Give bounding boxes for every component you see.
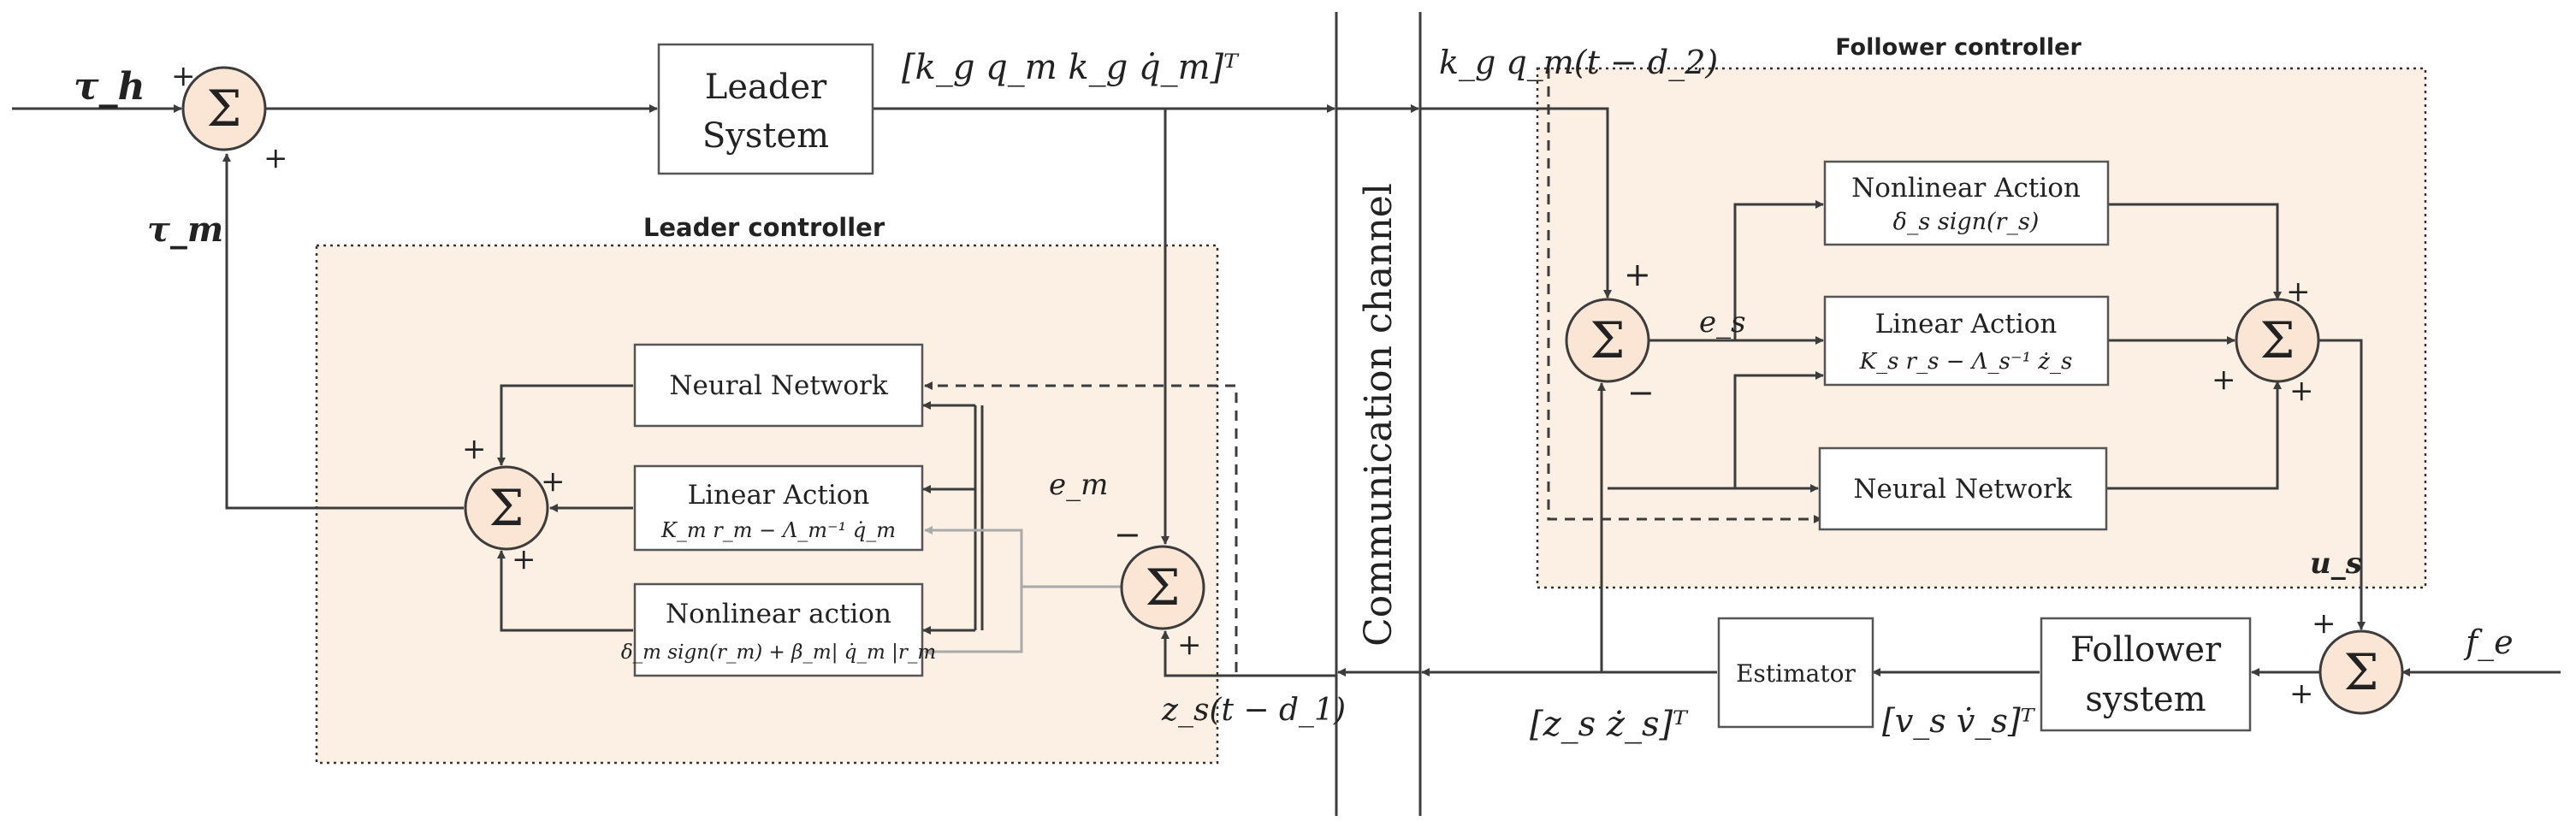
zs-delayed-label: z_s(t − d_1) (1161, 693, 1346, 728)
follower-system-label-2: system (2085, 680, 2206, 719)
follower-nonlinear-action-block (1823, 160, 2110, 246)
leader-controller-label: Leader controller (643, 213, 885, 242)
leader-neural-network-block (633, 343, 924, 428)
s2-top-sign: + (462, 432, 487, 466)
s6-top-sign: + (2312, 606, 2336, 641)
follower-nn-label: Neural Network (1853, 474, 2071, 505)
s4-top-sign: + (1624, 256, 1651, 293)
nonlinear-to-sum2-wire (497, 550, 633, 632)
s1-top-sign: + (171, 59, 196, 93)
follower-neural-network-block (1818, 446, 2108, 531)
leader-nonlinear-formula: δ_m sign(r_m) + β_m| q̇_m |r_m (621, 641, 936, 664)
svg-text:Σ: Σ (1590, 311, 1625, 369)
s6-bottom-sign: + (2289, 676, 2314, 711)
svg-text:Σ: Σ (1145, 558, 1180, 617)
s2-bottom-sign: + (512, 542, 536, 576)
sum-junction-4: Σ (1565, 298, 1650, 383)
em-gray-wire-2 (924, 587, 1023, 656)
svg-text:Σ: Σ (2343, 643, 2378, 701)
leader-nonlinear-action-block (633, 582, 924, 677)
s5-left-sign: + (2212, 363, 2236, 397)
sum-junction-2: Σ (464, 465, 549, 551)
leader-output-label: [k_g q_m k_g q̇_m]ᵀ (902, 48, 1240, 87)
em-label: e_m (1049, 468, 1108, 502)
follower-linear-action-block (1823, 295, 2110, 387)
tau-m-label: τ_m (147, 210, 223, 250)
tau-h-label: τ_h (74, 65, 145, 109)
s5-bottom-sign: + (2289, 374, 2314, 408)
nn-to-sum5-wire (2106, 381, 2282, 490)
v-vector-label: [v_s v̇_s]ᵀ (1882, 702, 2036, 741)
svg-text:Σ: Σ (206, 80, 241, 138)
leader-linear-label: Linear Action (688, 480, 870, 511)
s1-bottom-sign: + (264, 141, 288, 175)
s2-right-sign: + (541, 464, 566, 499)
zs-dashed-wire (924, 381, 1238, 672)
follower-system-label-1: Follower (2070, 630, 2222, 670)
follower-nonlinear-formula: δ_s sign(r_s) (1893, 209, 2040, 235)
svg-text:Σ: Σ (489, 479, 524, 537)
leader-nn-label: Neural Network (669, 370, 887, 401)
tau-m-feedback-wire (222, 153, 464, 510)
sum-junction-5: Σ (2235, 298, 2320, 383)
follower-system-block (2040, 617, 2252, 732)
leader-linear-formula: K_m r_m − Λ_m⁻¹ q̇_m (660, 518, 896, 542)
state-to-linear-wire (1733, 371, 1824, 488)
zs-delayed-wire (1161, 630, 1336, 677)
nn-to-sum2-wire (497, 384, 633, 466)
leader-nonlinear-label: Nonlinear action (666, 599, 891, 629)
follower-linear-label: Linear Action (1875, 309, 2058, 340)
z-vector-label: [z_s ż_s]ᵀ (1530, 705, 1689, 744)
s4-bottom-sign: − (1627, 374, 1655, 411)
follower-linear-formula: K_s r_s − Λ_s⁻¹ ż_s (1859, 349, 2073, 375)
nonlinear-to-sum5-wire (2108, 203, 2282, 300)
s3-left-sign: − (1114, 516, 1141, 553)
s3-bottom-sign: + (1177, 628, 1202, 662)
es-label: e_s (1699, 305, 1746, 340)
follower-dashed-wire (1547, 68, 1822, 523)
leader-system-label-2: System (702, 116, 829, 156)
estimator-label: Estimator (1736, 659, 1856, 688)
sum-junction-6: Σ (2318, 629, 2404, 715)
sum-junction-3: Σ (1120, 545, 1205, 630)
sum-junction-1: Σ (181, 66, 267, 151)
delayed-leader-label: k_g q_m(t − d_2) (1439, 44, 1718, 82)
svg-text:Σ: Σ (2259, 311, 2295, 369)
fe-label: f_e (2463, 623, 2514, 662)
leader-system-label-1: Leader (705, 68, 827, 107)
follower-nonlinear-label: Nonlinear Action (1851, 173, 2081, 204)
estimator-block (1717, 617, 1874, 729)
delayed-input-wire (1420, 107, 1612, 298)
leader-linear-action-block (633, 464, 924, 552)
us-wire (2318, 339, 2366, 630)
s5-top-sign: + (2286, 275, 2311, 309)
es-to-nonlinear-wire (1733, 200, 1824, 340)
follower-controller-label: Follower controller (1835, 34, 2082, 61)
communication-channel-label: Communication channel (1357, 183, 1401, 647)
em-gray-wire-1 (924, 526, 1121, 588)
us-label: u_s (2310, 546, 2362, 581)
leader-system-block (657, 43, 874, 175)
